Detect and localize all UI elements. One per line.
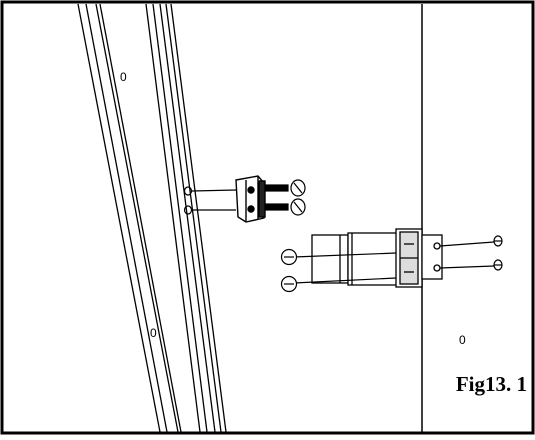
screw — [265, 198, 306, 216]
nut — [493, 259, 503, 271]
rail-hole-mark: 0 — [120, 70, 127, 84]
bracket-screws — [265, 179, 306, 216]
screw — [280, 275, 397, 293]
rail-holes — [183, 186, 193, 215]
bracket-leader-lines — [191, 189, 237, 211]
figure-caption: Fig13. 1 — [455, 372, 527, 396]
hinge-assembly — [311, 228, 443, 288]
screw — [280, 248, 397, 266]
frame-rail — [77, 3, 227, 433]
screw — [265, 179, 306, 197]
nut — [493, 235, 503, 247]
hinge-screws — [280, 248, 397, 293]
mounting-bracket — [235, 175, 266, 223]
panel-hole-mark: 0 — [459, 333, 466, 347]
hinge-nuts — [439, 235, 503, 271]
rail-hole-mark: 0 — [150, 326, 157, 340]
